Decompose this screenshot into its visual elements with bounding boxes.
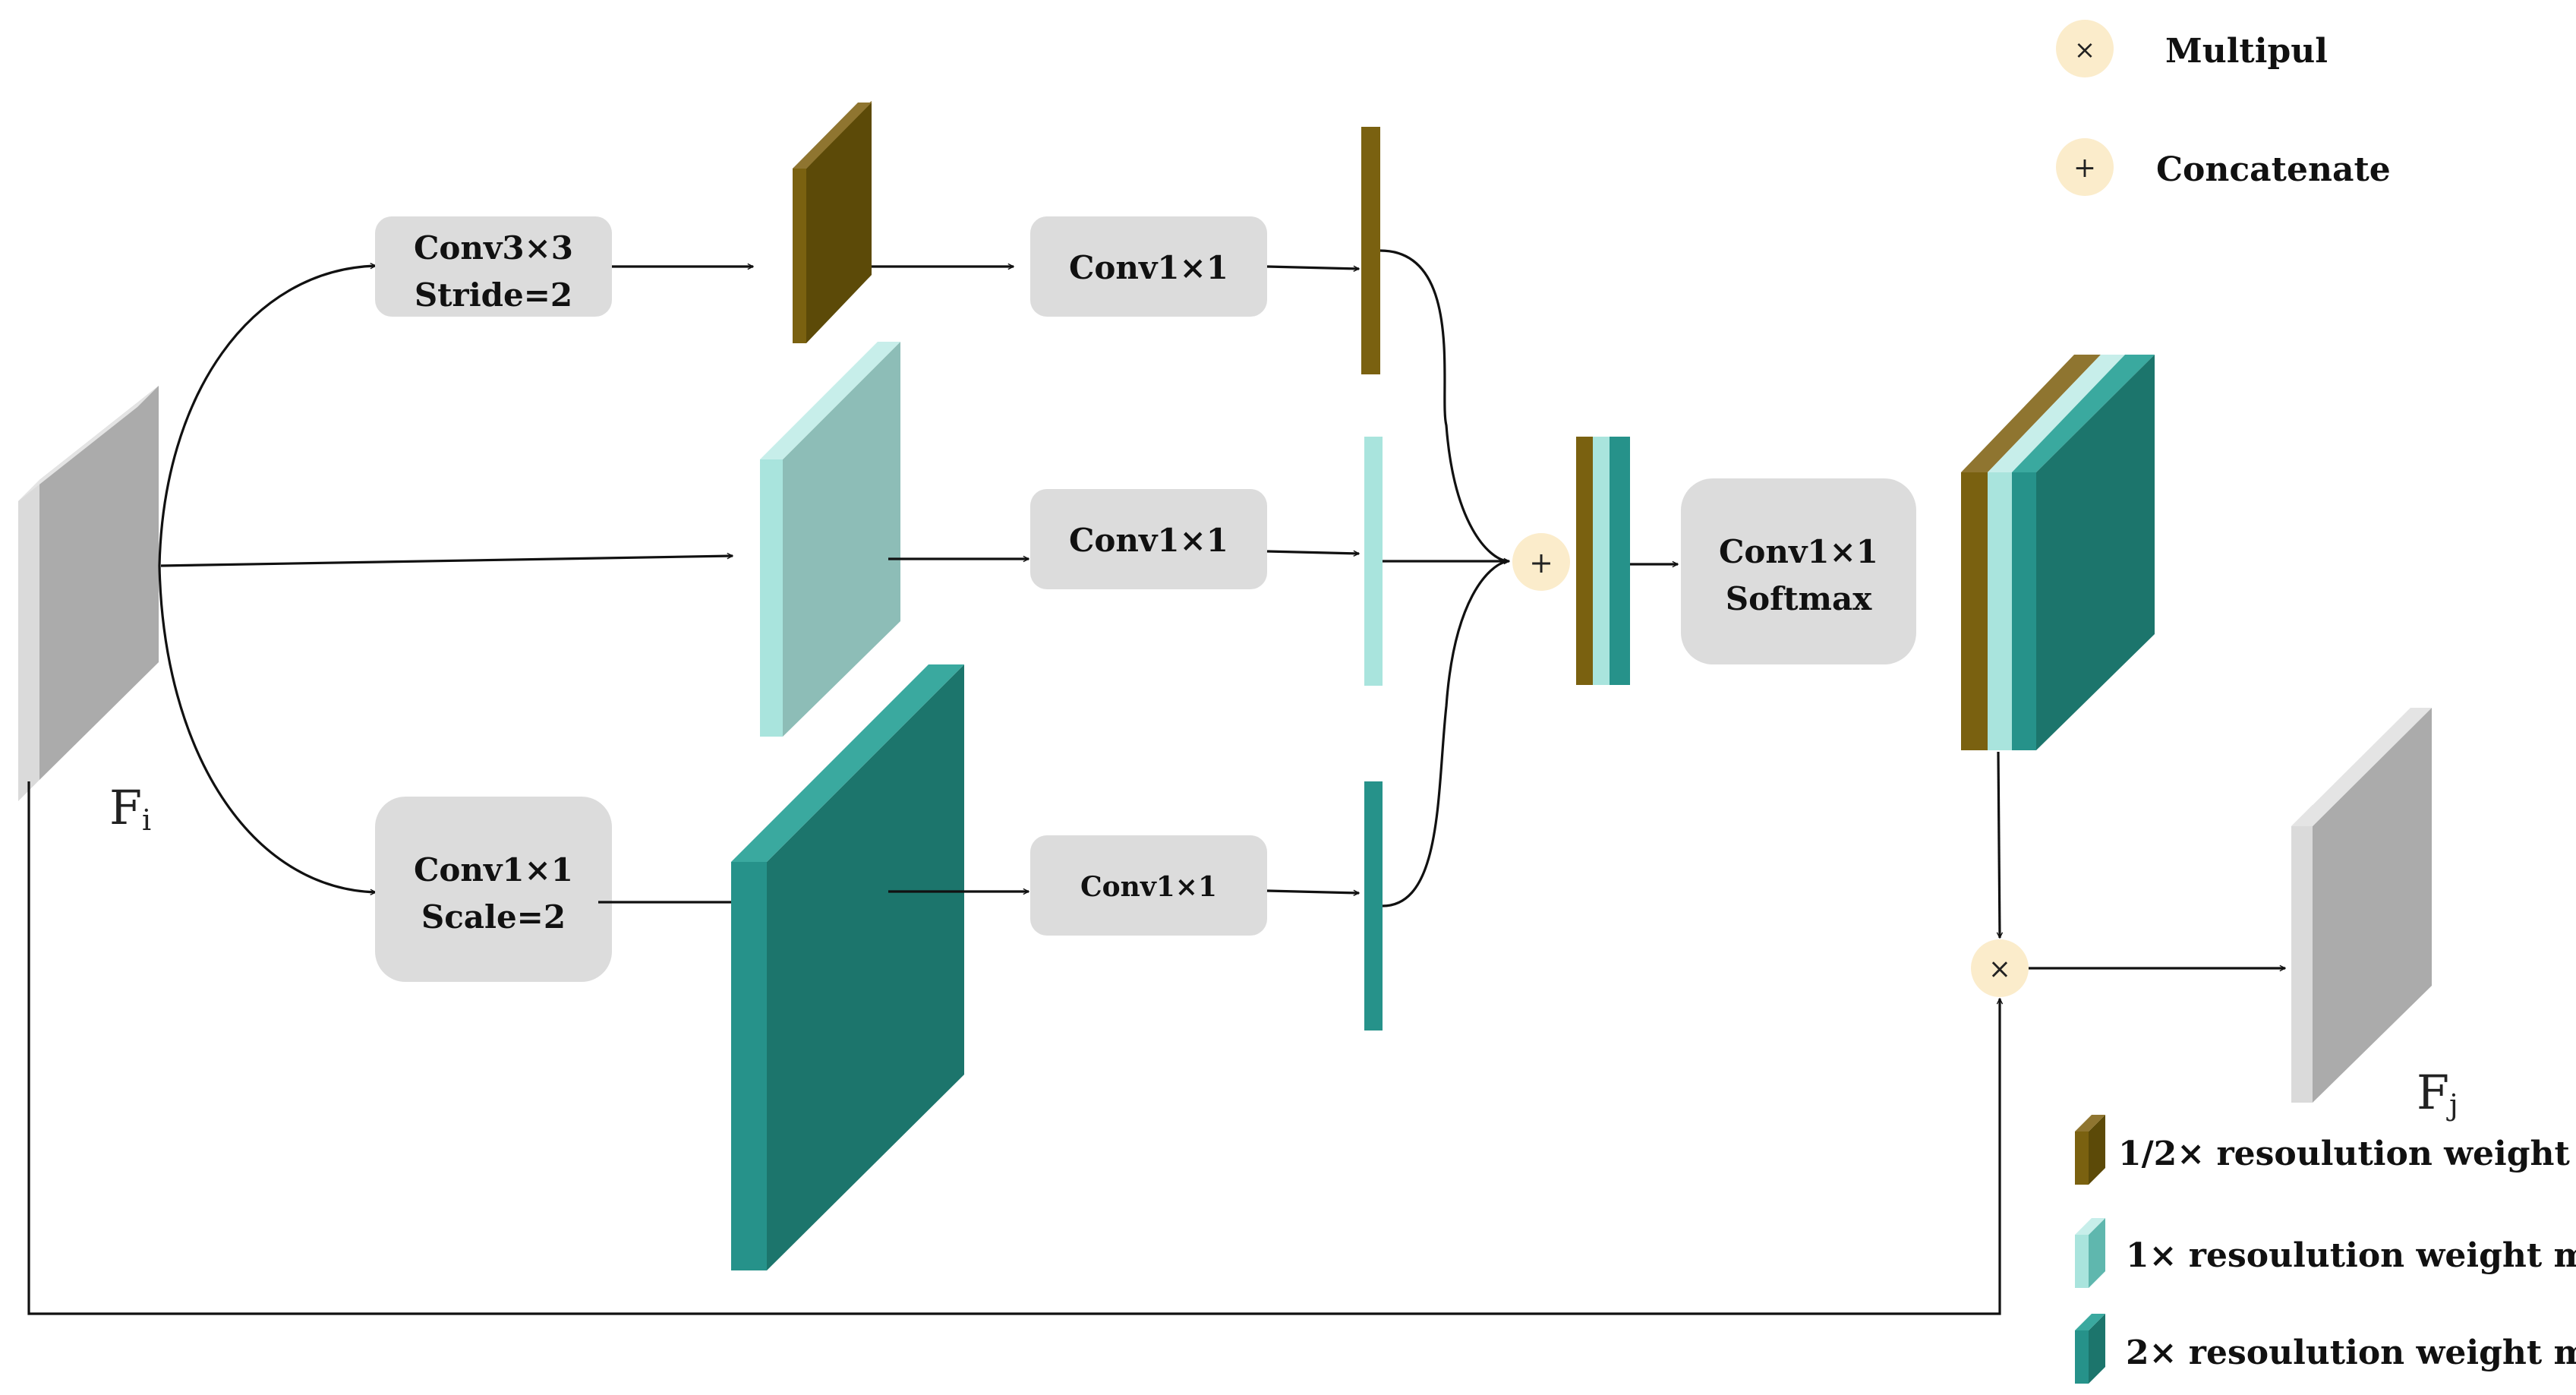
legend-multiply-symbol: ×	[2074, 35, 2096, 65]
concat-bar-one	[1593, 437, 1610, 685]
output-block-edge	[2291, 805, 2313, 1103]
branch-top-curve	[158, 266, 376, 567]
conv1x1-bot-box: Conv1×1	[1030, 835, 1267, 936]
input-block-face	[39, 386, 159, 780]
legend-concat-circle	[2056, 138, 2114, 196]
weight-bar-two	[1364, 781, 1383, 1030]
concat-bar-half	[1576, 437, 1593, 685]
input-label: Fi	[109, 780, 151, 837]
teal-feature-map	[731, 664, 964, 1270]
conv-softmax-line1: Conv1×1	[1719, 533, 1878, 570]
weight-bar-half	[1361, 127, 1380, 374]
legend-multiply-label: Multipul	[2165, 32, 2328, 71]
conv1x1-mid-box: Conv1×1	[1030, 489, 1267, 589]
conv1x1-mid-label: Conv1×1	[1069, 522, 1228, 559]
conv1x1-scale-line1: Conv1×1	[414, 851, 573, 888]
legend-multiply: × Multipul	[2056, 20, 2328, 77]
arrow-conv-bot-to-bar	[1266, 889, 1359, 893]
conv-softmax-box: Conv1×1 Softmax	[1681, 478, 1916, 664]
input-feature-block	[18, 386, 159, 801]
legend-half-res: 1/2× resoulution weight map	[2075, 1115, 2576, 1185]
output-block-top	[2291, 708, 2432, 826]
concat-operator-symbol: +	[1529, 546, 1553, 579]
conv1x1-top-box: Conv1×1	[1030, 216, 1267, 317]
conv3x3-line2: Stride=2	[415, 276, 572, 314]
legend-concatenate: + Concatenate	[2056, 138, 2391, 196]
conv1x1-scale-line2: Scale=2	[421, 898, 566, 936]
legend-half-res-label: 1/2× resoulution weight map	[2118, 1135, 2576, 1173]
concat-operator: +	[1512, 533, 1570, 591]
legend-two-res-label: 2× resoulution weight map	[2126, 1333, 2576, 1372]
legend-multiply-circle	[2056, 20, 2114, 77]
conv-softmax-line2: Softmax	[1726, 580, 1872, 617]
output-feature-block	[2291, 708, 2432, 1103]
light-feature-map	[760, 342, 900, 737]
legend-one-res-swatch	[2075, 1235, 2089, 1288]
brown-feature-map	[793, 101, 872, 343]
concat-bar-two	[1610, 437, 1630, 685]
input-block-edge	[18, 480, 39, 801]
conv1x1-bot-label: Conv1×1	[1080, 871, 1217, 903]
output-block-face	[2313, 708, 2432, 1103]
conv1x1-scale-box: Conv1×1 Scale=2	[375, 797, 612, 982]
merge-curve-top	[1379, 249, 1508, 563]
legend-concat-symbol: +	[2073, 153, 2096, 184]
branch-bot-curve	[158, 565, 376, 892]
legend-two-res-swatch	[2075, 1330, 2089, 1384]
branch-mid-line	[160, 556, 733, 567]
concat-stack-bars	[1576, 437, 1630, 685]
legend-one-res: 1× resoulution weight map	[2075, 1218, 2576, 1288]
multiply-operator: ×	[1971, 939, 2029, 997]
weight-bar-one	[1364, 437, 1383, 686]
input-block-top	[18, 386, 159, 501]
conv3x3-box: Conv3×3 Stride=2	[375, 216, 612, 317]
legend-half-res-swatch	[2075, 1131, 2089, 1185]
stacked-weight-maps	[1961, 355, 2155, 750]
legend-one-res-label: 1× resoulution weight map	[2126, 1236, 2576, 1275]
legend-two-res: 2× resoulution weight map	[2075, 1314, 2576, 1384]
multiply-operator-symbol: ×	[1988, 954, 2011, 985]
output-label: Fj	[2417, 1065, 2458, 1122]
merge-curve-bot	[1382, 560, 1508, 907]
conv3x3-line1: Conv3×3	[414, 229, 573, 267]
legend: × Multipul + Concatenate 1/2× resoulutio…	[2056, 20, 2576, 1384]
arrow-conv-top-to-bar	[1266, 265, 1359, 269]
conv1x1-top-label: Conv1×1	[1069, 249, 1228, 286]
legend-concat-label: Concatenate	[2156, 150, 2391, 189]
arrow-conv-mid-to-bar	[1266, 550, 1359, 554]
arrow-stack-to-multiply	[1998, 751, 2000, 938]
skip-connection	[27, 781, 2000, 1315]
